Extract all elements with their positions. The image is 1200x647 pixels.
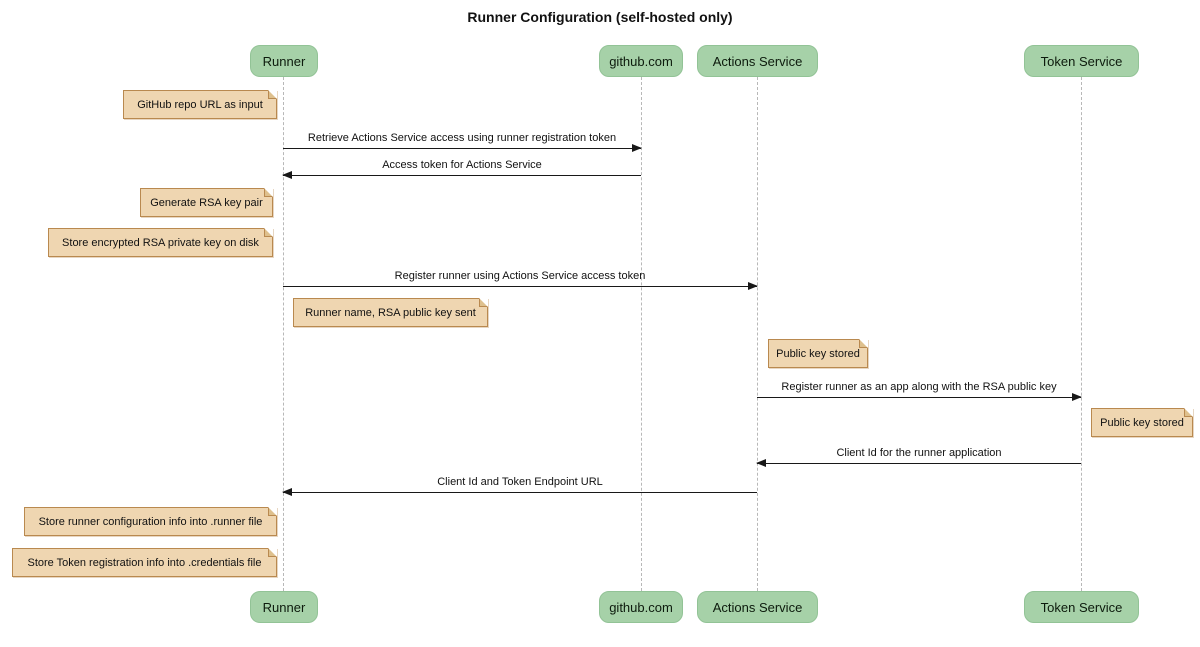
participant-github-bottom: github.com <box>599 591 683 623</box>
message-label: Register runner as an app along with the… <box>781 381 1057 393</box>
message-label: Retrieve Actions Service access using ru… <box>307 132 617 144</box>
participant-token-service-top: Token Service <box>1024 45 1139 77</box>
diagram-title: Runner Configuration (self-hosted only) <box>467 9 733 25</box>
note-store-runner-file: Store runner configuration info into .ru… <box>24 507 277 536</box>
message-register-runner: Register runner using Actions Service ac… <box>283 270 758 290</box>
lifeline-runner <box>283 77 284 591</box>
arrowhead-right-icon <box>748 282 758 290</box>
message-line <box>283 282 758 290</box>
arrowhead-left-icon <box>282 171 292 179</box>
message-retrieve-actions-access: Retrieve Actions Service access using ru… <box>283 132 642 152</box>
note-generate-rsa: Generate RSA key pair <box>140 188 273 217</box>
note-public-key-stored-actions: Public key stored <box>768 339 868 368</box>
message-line <box>757 393 1082 401</box>
lifeline-github <box>641 77 642 591</box>
note-store-private-key: Store encrypted RSA private key on disk <box>48 228 273 257</box>
message-line <box>756 459 1081 467</box>
participant-actions-service-bottom: Actions Service <box>697 591 818 623</box>
message-line <box>283 144 642 152</box>
arrowhead-right-icon <box>632 144 642 152</box>
note-runner-name-sent: Runner name, RSA public key sent <box>293 298 488 327</box>
message-register-app: Register runner as an app along with the… <box>757 381 1082 401</box>
participant-runner-bottom: Runner <box>250 591 318 623</box>
arrowhead-left-icon <box>756 459 766 467</box>
arrowhead-right-icon <box>1072 393 1082 401</box>
message-label: Access token for Actions Service <box>382 159 542 171</box>
message-client-id: Client Id for the runner application <box>756 447 1081 467</box>
message-label: Register runner using Actions Service ac… <box>394 270 646 282</box>
message-client-id-endpoint: Client Id and Token Endpoint URL <box>282 476 757 496</box>
message-label: Client Id for the runner application <box>836 447 1002 459</box>
message-access-token: Access token for Actions Service <box>282 159 641 179</box>
message-line <box>282 171 641 179</box>
message-line <box>282 488 757 496</box>
participant-actions-service-top: Actions Service <box>697 45 818 77</box>
lifeline-token-service <box>1081 77 1082 591</box>
message-label: Client Id and Token Endpoint URL <box>437 476 603 488</box>
participant-runner-top: Runner <box>250 45 318 77</box>
participant-token-service-bottom: Token Service <box>1024 591 1139 623</box>
note-repo-url: GitHub repo URL as input <box>123 90 277 119</box>
lifeline-actions-service <box>757 77 758 591</box>
participant-github-top: github.com <box>599 45 683 77</box>
note-public-key-stored-token: Public key stored <box>1091 408 1193 437</box>
arrowhead-left-icon <box>282 488 292 496</box>
note-store-credentials-file: Store Token registration info into .cred… <box>12 548 277 577</box>
